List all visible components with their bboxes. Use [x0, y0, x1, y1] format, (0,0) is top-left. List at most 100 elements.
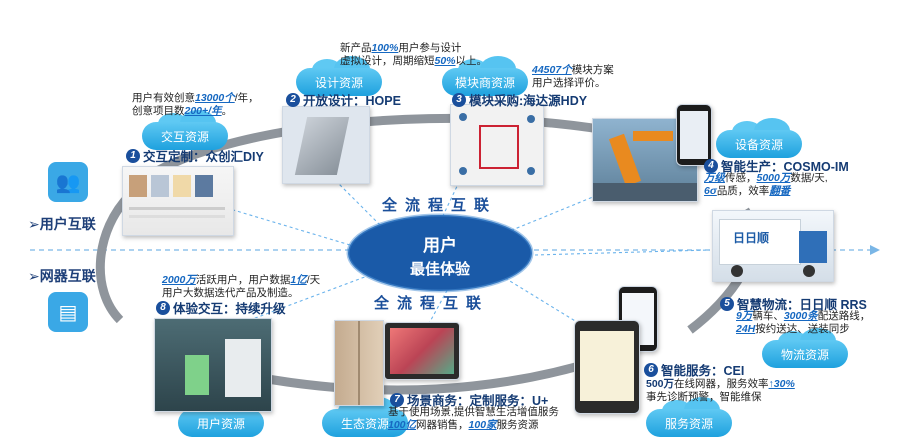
step-5-desc-f: 按约送达、送装同步 [755, 323, 850, 335]
step-5-desc-e: 24H [736, 323, 756, 335]
network-link-label: ➢网器互联 [28, 268, 96, 284]
step-4-label: 智能生产：COSMO-IM [721, 160, 849, 174]
step-4-desc-e: 6σ [704, 185, 717, 197]
step-6-number: 6 [644, 362, 658, 377]
phone-photo-top [676, 104, 712, 166]
step-4-desc: 万级传感，5000万数据/天, 6σ品质，效率翻番 [704, 172, 828, 198]
step-1-desc-e: 200+/年 [184, 105, 222, 117]
vr-room-photo [154, 318, 272, 412]
flow-label-top: 全流程互联 [382, 197, 498, 214]
step-5-desc-b: 辆车、 [752, 310, 784, 322]
step-6-desc-d: 事先诊断预警，智能维保 [646, 391, 762, 403]
tablet-photo [384, 322, 460, 380]
step-5-desc-c: 3000条 [783, 310, 818, 322]
step-2-desc-a: 新产品 [340, 42, 372, 54]
cloud-module: 模块商资源 [442, 56, 528, 96]
step-1-desc-b: 13000个 [195, 92, 235, 104]
step-4-number: 4 [704, 158, 718, 173]
step-7-desc: 基于使用场景,提供智慧生活增值服务 100亿网器销售，100家服务资源 [388, 406, 559, 432]
center-line1: 用户 [423, 236, 457, 255]
step-6-label: 智能服务：CEI [661, 364, 745, 378]
step-3-desc-c: 用户选择评价。 [532, 77, 606, 89]
step-5-desc-d: 配送路线， [817, 310, 871, 322]
step-7-desc-a: 基于使用场景,提供智慧生活增值服务 [388, 406, 559, 418]
step-1-desc-d: 创意项目数 [132, 105, 185, 117]
truck-brand: 日日顺 [733, 231, 770, 245]
user-link-label: ➢用户互联 [28, 216, 96, 232]
step-3-desc-b: 模块方案 [571, 64, 614, 76]
step-1-desc-f: 。 [221, 105, 233, 117]
step-5-label: 智慧物流：日日顺 RRS [737, 298, 867, 312]
step-5-desc: 9万辆车、3000条配送路线， 24H按约送达、送装同步 [736, 310, 870, 336]
step-8-desc-e: 用户大数据迭代产品及制造。 [162, 287, 299, 299]
step-4-desc-c: 5000万 [756, 172, 791, 184]
step-6-desc: 500万在线网器，服务效率↑30% 事先诊断预警，智能维保 [646, 378, 795, 404]
step-8-number: 8 [156, 300, 170, 315]
step-4-desc-f: 品质，效率 [716, 185, 770, 197]
step-7-desc-c: 网器销售， [416, 419, 469, 431]
cloud-design: 设计资源 [296, 56, 382, 96]
step-5-number: 5 [720, 296, 734, 311]
step-8-desc-d: /天 [306, 274, 321, 286]
step-2-label: 开放设计：HOPE [303, 94, 401, 108]
cloud-user: 用户资源 [178, 397, 264, 437]
step-3-desc-a: 44507个 [532, 64, 572, 76]
loop-left [95, 191, 134, 324]
step-2-desc-f: 以上。 [455, 55, 488, 67]
step-6-desc-a: 500万 [646, 378, 675, 390]
cloud-equipment: 设备资源 [716, 118, 802, 158]
design-photo [282, 106, 370, 184]
step-8-desc-c: 1亿 [290, 274, 307, 286]
step-7-desc-d: 100家 [468, 419, 497, 431]
step-7-desc-e: 服务资源 [496, 419, 539, 431]
step-8-desc: 2000万活跃用户，用户数据1亿/天 用户大数据迭代产品及制造。 [162, 274, 320, 300]
step-4-desc-b: 传感， [725, 172, 757, 184]
step-1-number: 1 [126, 148, 140, 163]
step-8-label: 体验交互：持续升级 [173, 302, 286, 316]
step-2-desc-d: 虚拟设计，周期缩短 [340, 55, 435, 67]
step-5-desc-a: 9万 [736, 310, 753, 322]
axis-arrowhead [870, 245, 880, 255]
fridge-photo [334, 320, 384, 406]
step-1-desc-a: 用户有效创意 [132, 92, 195, 104]
step-3-number: 3 [452, 92, 466, 107]
step-2-number: 2 [286, 92, 300, 107]
step-2-desc: 新产品100%用户参与设计 虚拟设计，周期缩短50%以上。 [340, 42, 487, 68]
step-4-desc-d: 数据/天, [790, 172, 828, 184]
diy-photo [122, 166, 234, 236]
step-7-label: 场景商务：定制服务：U+ [407, 394, 549, 408]
step-1-desc: 用户有效创意13000个/年， 创意项目数200+/年。 [132, 92, 259, 118]
appliances-icon: ▤ [48, 292, 88, 332]
step-8-desc-a: 2000万 [162, 274, 196, 286]
center-line2: 最佳体验 [409, 261, 470, 278]
step-4-desc-g: 翻番 [769, 185, 791, 197]
flow-label-bottom: 全流程互联 [374, 295, 490, 312]
users-icon: 👥 [48, 162, 88, 202]
step-6-desc-b: 在线网器，服务效率 [674, 378, 769, 390]
step-8-desc-b: 活跃用户，用户数据 [195, 274, 291, 286]
step-2-desc-c: 用户参与设计 [398, 42, 462, 54]
center-label: 用户 最佳体验 [348, 231, 532, 279]
cloud-ecology: 生态资源 [322, 397, 408, 437]
step-2-desc-e: 50% [434, 55, 456, 67]
step-7-number: 7 [390, 392, 404, 407]
truck-photo: 日日顺 [712, 210, 834, 282]
step-1-label: 交互定制：众创汇DIY [143, 150, 264, 164]
service-phone-photo [574, 320, 640, 414]
cloud-logistics: 物流资源 [762, 328, 848, 368]
step-7-desc-b: 100亿 [388, 419, 417, 431]
step-3-label: 模块采购:海达源HDY [469, 94, 588, 108]
module-photo [450, 104, 544, 186]
center-ellipse [348, 215, 532, 291]
cloud-service: 服务资源 [646, 397, 732, 437]
step-3-desc: 44507个模块方案 用户选择评价。 [532, 64, 614, 90]
